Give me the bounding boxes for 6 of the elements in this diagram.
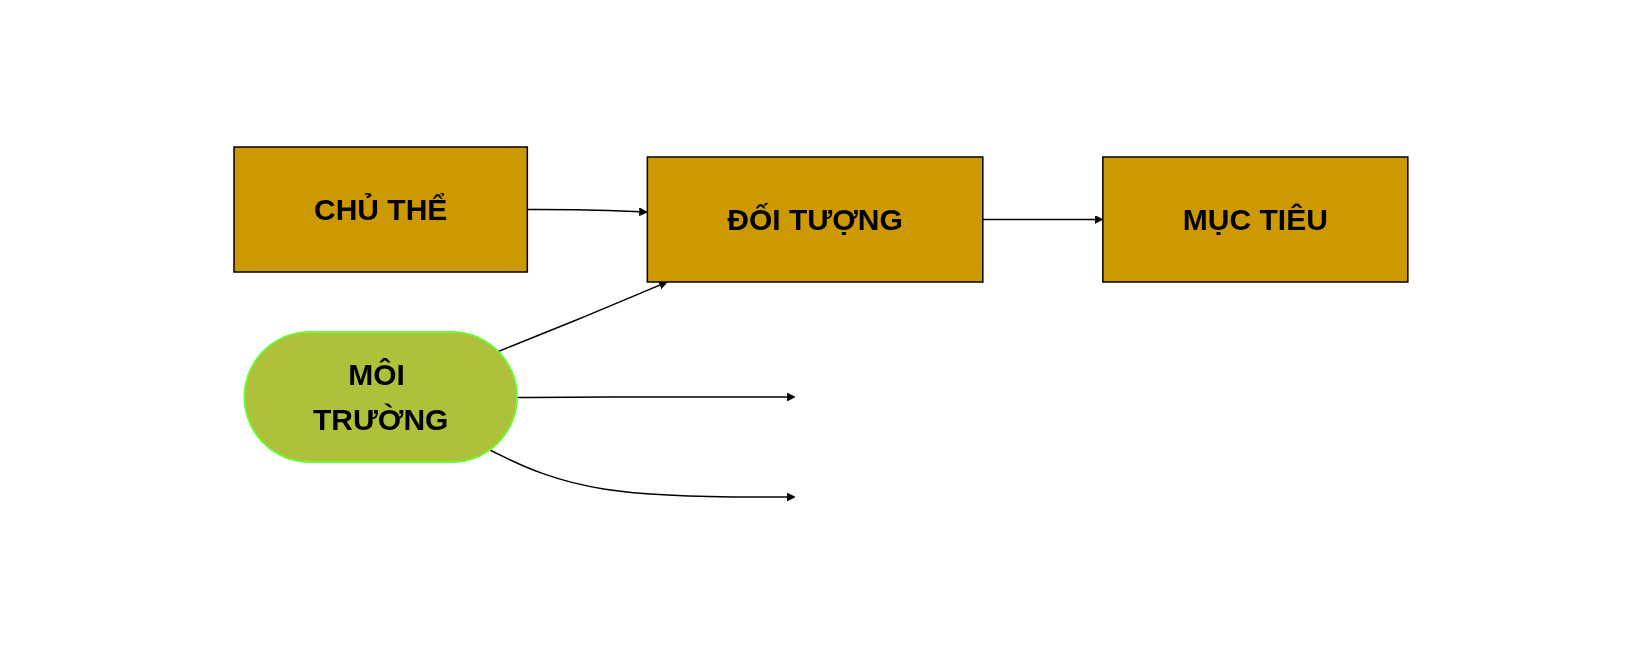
arrow — [516, 392, 796, 402]
arrow — [489, 449, 796, 502]
node-box: ĐỐI TƯỢNG — [646, 156, 984, 283]
arrow — [497, 281, 668, 353]
node-box: MỤC TIÊU — [1102, 156, 1409, 283]
node-box: CHỦ THỂ — [233, 146, 529, 273]
